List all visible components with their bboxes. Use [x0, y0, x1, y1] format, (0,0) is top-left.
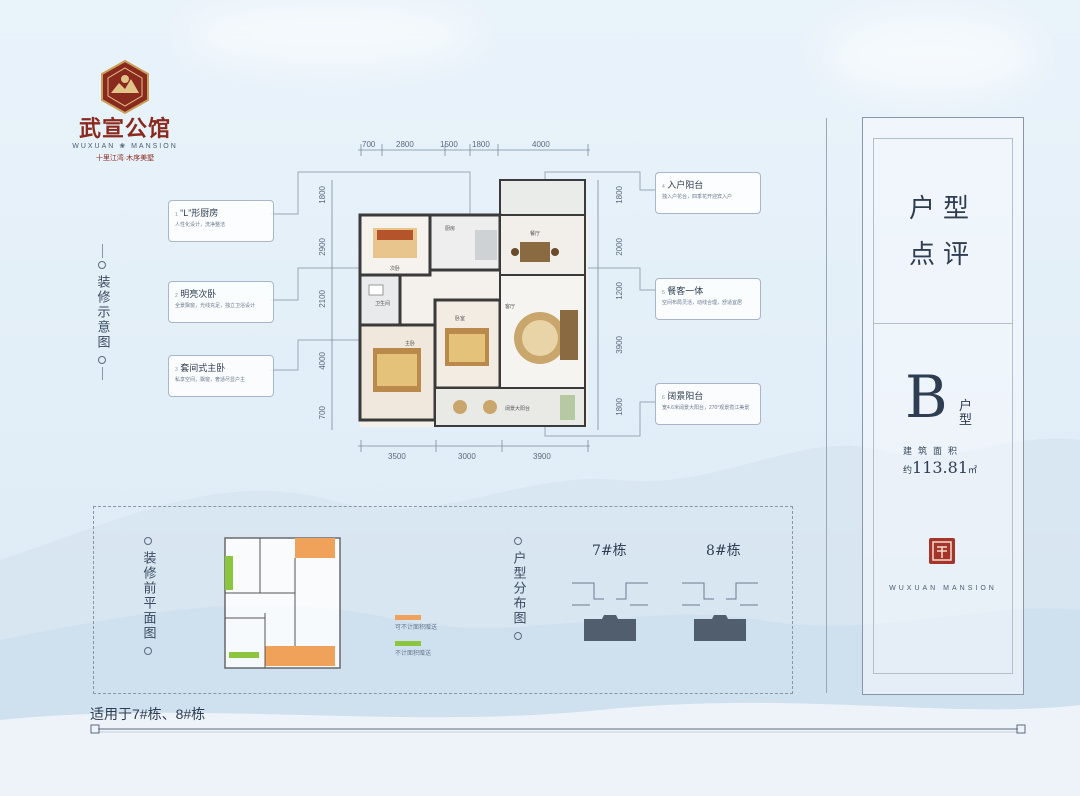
area-unit: ㎡: [968, 466, 978, 476]
dim-bottom-3: 3900: [533, 452, 551, 461]
callout-kitchen-title: “L”形厨房: [180, 208, 219, 218]
room-label-bath: 卫生间: [375, 300, 390, 307]
decorated-floor-plan: 次卧 厨房 卫生间 餐厅 客厅 主卧 卧室 阔景大阳台: [358, 179, 588, 427]
dim-top-5: 4000: [532, 140, 550, 149]
callout-view-balcony-desc: 宽4.6米阔景大阳台，270°观景揽江美景: [662, 405, 750, 411]
legend-swatch-green: [395, 641, 421, 646]
callout-master-bedroom-num: 3: [175, 367, 178, 373]
callout-dining-living-title: 餐客一体: [667, 286, 704, 296]
area-value-row: 约113.81㎡: [903, 458, 977, 477]
room-label-dining: 餐厅: [530, 230, 540, 237]
area-prefix: 约: [903, 466, 913, 476]
legend-label-orange: 可不计面积赠送: [395, 625, 438, 631]
dim-right-2: 2000: [615, 238, 624, 256]
callout-dining-living-num: 5: [662, 290, 665, 296]
callout-dining-living: 5 餐客一体 空间布局灵活，动线合理，舒适宜居: [655, 278, 761, 320]
footer-rule: [90, 724, 1026, 734]
panel-title-1: 户型: [908, 194, 977, 224]
brand-name: 武宣公馆: [78, 116, 171, 142]
room-label-bedroom2: 次卧: [390, 265, 400, 272]
dim-right-3: 1200: [615, 282, 624, 300]
callout-second-bedroom-title: 明亮次卧: [180, 289, 217, 299]
legend-swatch-orange: [395, 615, 421, 620]
dim-left-3: 2100: [318, 290, 327, 308]
dim-top-2: 2800: [396, 140, 414, 149]
callout-entry-balcony-title: 入户阳台: [667, 180, 704, 190]
pre-decor-floor-plan: [224, 537, 341, 669]
room-label-kitchen: 厨房: [445, 225, 455, 232]
dim-top-4: 1800: [472, 140, 490, 149]
distribution-tag: 户型分布图: [505, 534, 531, 660]
distribution-tag-label: 户型分布图: [510, 551, 526, 626]
divider-line: [826, 118, 827, 693]
brand-name-en: WUXUAN ❀ MANSION: [72, 143, 178, 150]
dim-right-1: 1800: [615, 186, 624, 204]
dim-left-5: 700: [318, 406, 327, 420]
unit-type-sub: 户型: [959, 399, 973, 428]
building-7-footprint: [572, 582, 648, 641]
callout-view-balcony-num: 6: [662, 395, 665, 401]
type-review-panel: 户型 点评 B 户型 建筑面积 约113.81㎡ WUXUAN MANSION: [862, 117, 1024, 695]
pre-decor-tag: 装修前平面图: [135, 534, 161, 660]
dim-left-4: 4000: [318, 352, 327, 370]
area-value: 113.81: [912, 458, 968, 477]
brand-tagline: 十里江湾·木序美墅: [95, 155, 155, 162]
building-8-title: 8#栋: [706, 543, 741, 559]
callout-view-balcony-title: 阔景阳台: [667, 391, 704, 401]
seal-icon: [929, 538, 955, 564]
room-label-living: 客厅: [505, 303, 515, 310]
callout-kitchen: 1 “L”形厨房 人性化设计，洗净整洁: [168, 200, 274, 242]
callout-master-bedroom-desc: 私享空间，飘窗，奢适尽显户主: [175, 377, 246, 383]
decor-tag: 装修示意图: [89, 244, 115, 380]
panel-frame: [873, 138, 1013, 674]
unit-type-letter: B: [905, 363, 948, 431]
panel-separator: [873, 323, 1013, 324]
callout-second-bedroom: 2 明亮次卧 全景飘窗，光线充足，独立卫浴设计: [168, 281, 274, 323]
callout-master-bedroom: 3 套间式主卧 私享空间，飘窗，奢适尽显户主: [168, 355, 274, 397]
applies-to-text: 适用于7#栋、8#栋: [90, 706, 206, 722]
building-8-footprint: [682, 582, 758, 641]
dim-bottom-1: 3500: [388, 452, 406, 461]
panel-title-2: 点评: [908, 240, 977, 270]
room-label-balcony: 阔景大阳台: [505, 405, 530, 412]
dim-left-1: 1800: [318, 186, 327, 204]
room-label-master: 主卧: [405, 340, 415, 347]
dim-right-5: 1800: [615, 398, 624, 416]
callout-second-bedroom-desc: 全景飘窗，光线充足，独立卫浴设计: [175, 303, 256, 309]
building-7-title: 7#栋: [592, 543, 627, 559]
callout-kitchen-num: 1: [175, 212, 178, 218]
dim-top-3: 1500: [440, 140, 458, 149]
callout-second-bedroom-num: 2: [175, 293, 178, 299]
room-label-bedroom3: 卧室: [455, 315, 465, 322]
decor-tag-label: 装修示意图: [94, 274, 110, 350]
callout-dining-living-desc: 空间布局灵活，动线合理，舒适宜居: [662, 300, 743, 306]
dim-bottom-2: 3000: [458, 452, 476, 461]
pre-decor-tag-label: 装修前平面图: [140, 551, 156, 641]
legend-label-green: 不计面积赠送: [395, 651, 432, 657]
pre-decor-section: [93, 506, 793, 694]
dim-top-1: 700: [362, 140, 376, 149]
area-label: 建筑面积: [903, 446, 964, 456]
panel-brand-en: WUXUAN MANSION: [889, 585, 997, 592]
dim-right-4: 3900: [615, 336, 624, 354]
dim-left-2: 2900: [318, 238, 327, 256]
callout-entry-balcony-num: 4: [662, 184, 665, 190]
callout-entry-balcony-desc: 独入户花台，四季花开迎宾入户: [662, 194, 733, 200]
callout-entry-balcony: 4 入户阳台 独入户花台，四季花开迎宾入户: [655, 172, 761, 214]
brand-badge-icon: [101, 59, 149, 115]
callout-master-bedroom-title: 套间式主卧: [180, 363, 226, 373]
callout-kitchen-desc: 人性化设计，洗净整洁: [175, 222, 226, 228]
callout-view-balcony: 6 阔景阳台 宽4.6米阔景大阳台，270°观景揽江美景: [655, 383, 761, 425]
